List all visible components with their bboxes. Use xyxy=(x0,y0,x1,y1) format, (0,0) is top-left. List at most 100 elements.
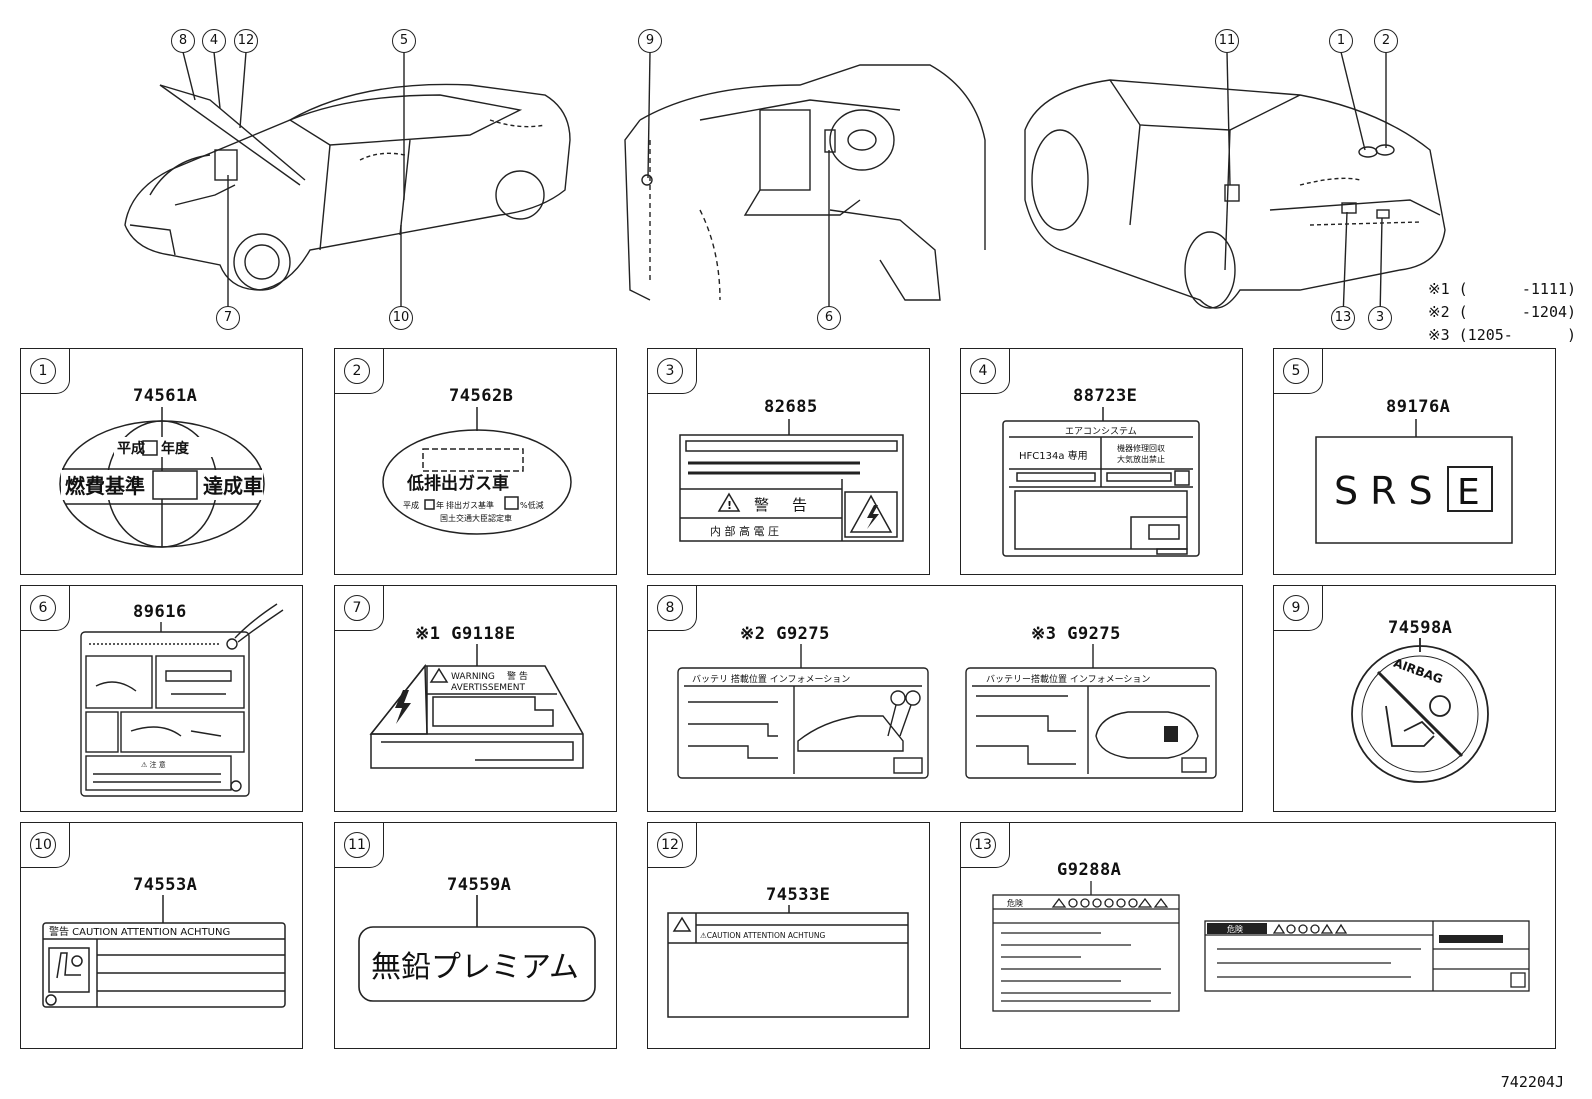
tag-label: ⚠ 注 意 xyxy=(80,603,284,797)
panel-8: 8 ※2 G9275 ※3 G9275 バッテリ 搭載位置 インフォメーション … xyxy=(647,585,1243,812)
label-text-aircon-system: エアコンシステム xyxy=(1065,426,1137,437)
hybrid-warning-label: WARNING 警 告 AVERTISSEMENT xyxy=(369,644,584,769)
part-number: 74561A xyxy=(133,386,198,406)
panel-number: 11 xyxy=(344,832,370,858)
label-text-srs: SRS xyxy=(1334,469,1445,513)
panel-9: 9 74598A AIRBAG xyxy=(1273,585,1556,812)
callout-3: 3 xyxy=(1368,306,1392,330)
fuel-economy-label: 平成 年度 燃費基準 達成車 xyxy=(59,407,265,548)
callout-8: 8 xyxy=(171,29,195,53)
label-text-keikoku-2: 告 xyxy=(792,496,807,514)
part-number: 88723E xyxy=(1073,386,1138,406)
legend-note-3: ※3 (1205- ) xyxy=(1428,326,1577,344)
label-text-fuel-standard: 燃費基準 xyxy=(65,474,145,498)
label-text-emission-standard: 排出ガス基準 xyxy=(446,500,494,510)
label-text-caution: ⚠ 注 意 xyxy=(141,760,166,769)
part-number: 89176A xyxy=(1386,397,1451,417)
legend-note-2: ※2 ( -1204) xyxy=(1428,303,1577,321)
danger-labels: 危険 危険 xyxy=(992,881,1530,1012)
label-text-year: 年 xyxy=(436,500,444,510)
callout-7: 7 xyxy=(216,306,240,330)
panel-number: 1 xyxy=(30,358,56,384)
label-text-heisei: 平成 xyxy=(403,500,419,510)
panel-1: 1 74561A 平成 年度 燃費基準 達成車 xyxy=(20,348,303,575)
label-text-recovery: 機器修理回収 xyxy=(1117,443,1165,453)
panel-3: 3 82685 ! 警 告 内 部 高 電 圧 xyxy=(647,348,930,575)
part-number: 74559A xyxy=(447,875,512,895)
label-text-nendo: 年度 xyxy=(161,440,190,457)
callout-13: 13 xyxy=(1331,306,1355,330)
panel-4: 4 88723E エアコンシステム HFC134a 専用 機器修理回収 大気放出… xyxy=(960,348,1243,575)
high-voltage-warning-label: ! 警 告 内 部 高 電 圧 xyxy=(679,419,904,542)
label-text-avertissement: AVERTISSEMENT xyxy=(451,683,525,693)
panel-11: 11 74559A 無鉛プレミアム xyxy=(334,822,617,1049)
label-text-heisei: 平成 xyxy=(117,440,145,457)
label-text-no-release: 大気放出禁止 xyxy=(1117,454,1165,464)
panel-2: 2 74562B 低排出ガス車 平成 年 排出ガス基準 %低減 国土交通大臣認定… xyxy=(334,348,617,575)
legend-note-1: ※1 ( -1111) xyxy=(1428,280,1577,298)
label-text-e: E xyxy=(1457,472,1480,513)
label-text-certified: 国土交通大臣認定車 xyxy=(440,513,512,523)
seat-caution-label: 警告 CAUTION ATTENTION ACHTUNG xyxy=(42,895,286,1008)
part-number: 74562B xyxy=(449,386,514,406)
aircon-label: エアコンシステム HFC134a 専用 機器修理回収 大気放出禁止 xyxy=(1002,407,1200,557)
label-text-warning: WARNING xyxy=(451,672,495,682)
panel-number: 12 xyxy=(657,832,683,858)
label-text-achieved: 達成車 xyxy=(203,474,263,498)
label-text-internal-hv: 内 部 高 電 圧 xyxy=(710,524,779,538)
part-number: 74533E xyxy=(766,885,831,905)
panel-number: 2 xyxy=(344,358,370,384)
panel-number: 9 xyxy=(1283,595,1309,621)
panel-number: 6 xyxy=(30,595,56,621)
part-number: 74553A xyxy=(133,875,198,895)
airbag-label: AIRBAG xyxy=(1351,638,1489,783)
callout-10: 10 xyxy=(389,306,413,330)
premium-unleaded-label: 無鉛プレミアム xyxy=(358,895,596,1002)
part-number: 89616 xyxy=(133,602,187,622)
panel-12: 12 74533E ⚠CAUTION ATTENTION ACHTUNG xyxy=(647,822,930,1049)
panel-number: 10 xyxy=(30,832,56,858)
panel-number: 7 xyxy=(344,595,370,621)
hood-caution-label: ⚠CAUTION ATTENTION ACHTUNG xyxy=(667,905,909,1018)
figure-code: 742204J xyxy=(1500,1073,1564,1091)
callout-4: 4 xyxy=(202,29,226,53)
label-text-reduction: %低減 xyxy=(520,500,544,510)
label-text-premium-unleaded: 無鉛プレミアム xyxy=(371,950,579,985)
vehicle-line-art xyxy=(124,51,1446,319)
label-text-danger-right: 危険 xyxy=(1227,924,1243,934)
battery-location-labels: バッテリ 搭載位置 インフォメーション バッテリー搭載位置 インフォメーション xyxy=(677,644,1217,779)
panel-number: 8 xyxy=(657,595,683,621)
callout-11: 11 xyxy=(1215,29,1239,53)
panel-number: 5 xyxy=(1283,358,1309,384)
panel-number: 3 xyxy=(657,358,683,384)
label-text-danger-left: 危険 xyxy=(1007,898,1023,908)
panel-6: 6 89616 ⚠ 注 意 xyxy=(20,585,303,812)
label-text-keikoku: 警 告 xyxy=(507,670,528,682)
part-number-right: ※3 G9275 xyxy=(1031,624,1121,644)
label-text-right-header: バッテリー搭載位置 インフォメーション xyxy=(986,673,1150,685)
low-emission-label: 低排出ガス車 平成 年 排出ガス基準 %低減 国土交通大臣認定車 xyxy=(382,407,572,535)
label-text-caution: 警告 CAUTION ATTENTION ACHTUNG xyxy=(49,925,230,938)
label-text-airbag: AIRBAG xyxy=(1392,656,1445,687)
label-text-caution: ⚠CAUTION ATTENTION ACHTUNG xyxy=(700,931,825,940)
panel-10: 10 74553A 警告 CAUTION ATTENTION ACHTUNG xyxy=(20,822,303,1049)
callout-2: 2 xyxy=(1374,29,1398,53)
svg-text:!: ! xyxy=(727,499,732,512)
vehicle-illustrations: 8 4 12 5 7 10 9 6 11 1 2 13 3 ※1 ( -1111… xyxy=(0,0,1592,345)
part-number-left: ※2 G9275 xyxy=(740,624,830,644)
panel-number: 13 xyxy=(970,832,996,858)
callout-9: 9 xyxy=(638,29,662,53)
part-number: 82685 xyxy=(764,397,818,417)
panel-5: 5 89176A SRS E xyxy=(1273,348,1556,575)
panel-7: 7 ※1 G9118E WARNING 警 告 AVERTISSEMENT xyxy=(334,585,617,812)
part-number: 74598A xyxy=(1388,618,1453,638)
panel-13: 13 G9288A 危険 危険 xyxy=(960,822,1556,1049)
label-text-hfc: HFC134a 専用 xyxy=(1019,450,1088,462)
part-number: ※1 G9118E xyxy=(415,624,516,644)
callout-6: 6 xyxy=(817,306,841,330)
label-text-left-header: バッテリ 搭載位置 インフォメーション xyxy=(692,673,850,685)
srs-label: SRS E xyxy=(1315,419,1513,544)
label-text-low-emission: 低排出ガス車 xyxy=(406,473,509,494)
callout-12: 12 xyxy=(234,29,258,53)
panel-number: 4 xyxy=(970,358,996,384)
